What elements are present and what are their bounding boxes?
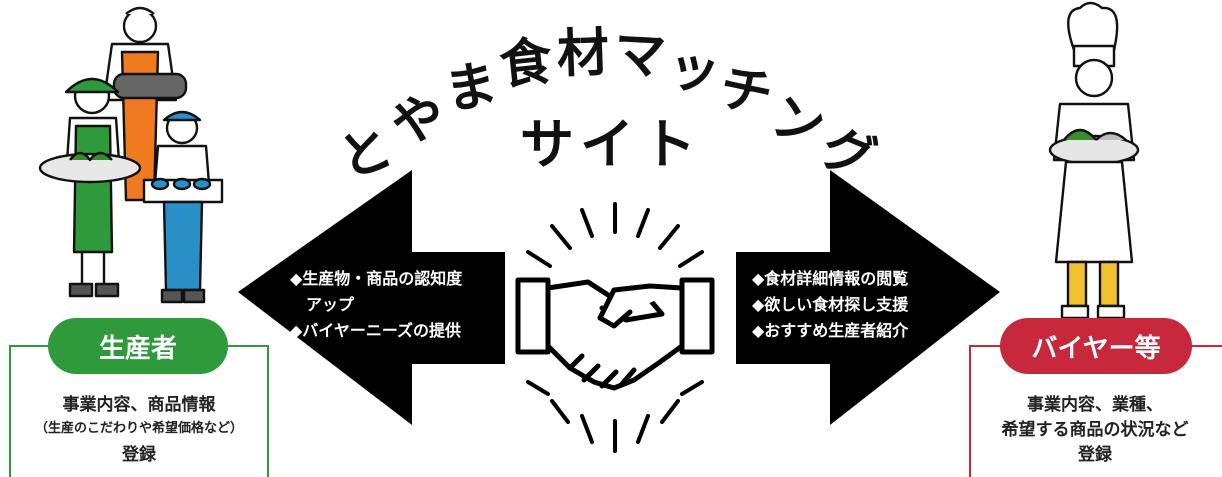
right-arrow-line-3: ◆おすすめ生産者紹介 [752, 321, 909, 340]
subtitle-char: サ [520, 113, 574, 176]
chef-illustration [1048, 1, 1140, 320]
right-arrow-line-1: ◆食材詳細情報の閲覧 [752, 269, 909, 288]
right-arrow-line-2: ◆欲しい食材探し支援 [752, 295, 909, 314]
buyer-line-1: 事業内容、業種、 [1027, 395, 1163, 415]
left-arrow-line-2: アップ [290, 295, 355, 314]
producer-label-badge: 生産者 [48, 318, 228, 374]
left-arrow-line-3: ◆バイヤーニーズの提供 [290, 321, 462, 340]
producer-line-1: 事業内容、商品情報 [62, 395, 216, 415]
handshake-icon [515, 202, 715, 453]
producers-illustration [38, 6, 224, 304]
buyer-label-badge: バイヤー等 [1000, 318, 1192, 374]
producer-line-3: 登録 [122, 445, 156, 465]
subtitle-char: ト [642, 113, 696, 176]
producer-line-2: （生産のこだわりや希望価格など） [34, 421, 243, 436]
subtitle-char: イ [580, 113, 634, 176]
left-arrow-line-1: ◆生産物・商品の認知度 [290, 269, 463, 288]
buyer-line-3: 登録 [1078, 445, 1112, 465]
buyer-line-2: 希望する商品の状況など [1001, 420, 1189, 440]
